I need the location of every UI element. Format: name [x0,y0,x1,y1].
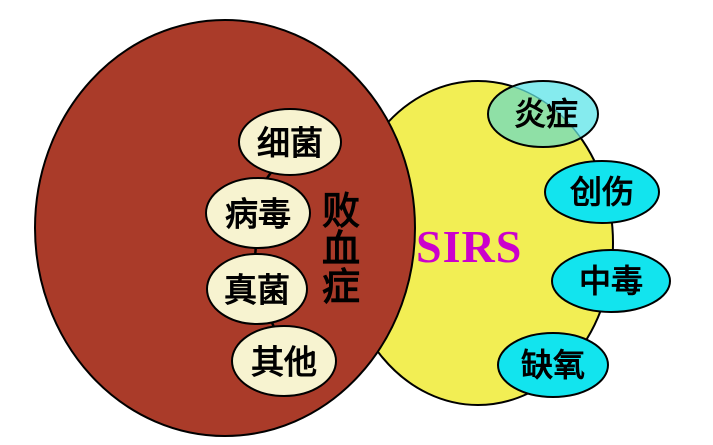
trigger-label-trauma: 创伤 [569,174,634,210]
cause-bubble-other [231,325,337,397]
sepsis-label-char-2: 血 [322,229,360,271]
cause-label-other: 其他 [251,344,317,381]
sepsis-label-char-3: 症 [322,267,360,309]
trigger-bubble-hypoxia [497,332,609,398]
trigger-bubble-poisoning [551,249,671,313]
trigger-label-poisoning: 中毒 [579,263,643,299]
trigger-label-hypoxia: 缺氧 [521,347,585,383]
sepsis-label: 败 血 症 [322,191,360,309]
cause-label-virus: 病毒 [225,196,291,233]
sirs-label: SIRS [416,221,522,272]
cause-label-fungus: 真菌 [224,272,290,309]
cause-bubble-virus [205,177,311,249]
trigger-label-inflammation: 炎症 [514,96,578,132]
sepsis-label-char-1: 败 [322,191,360,233]
cause-bubble-fungus [206,253,308,325]
cause-bubble-bacteria [238,108,342,176]
trigger-bubble-inflammation-outline [487,80,599,148]
cause-label-bacteria: 细菌 [257,125,323,162]
trigger-bubble-trauma [544,160,660,224]
